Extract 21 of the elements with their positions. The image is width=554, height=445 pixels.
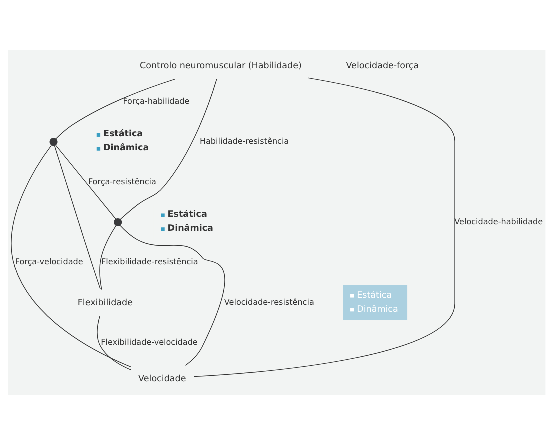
node-label: Dinâmica	[168, 224, 214, 234]
node-label: Estática	[103, 130, 144, 140]
node-label: Estática	[357, 291, 392, 302]
node-label: Dinâmica	[357, 305, 398, 316]
node-circle	[114, 218, 122, 227]
node-text: Controlo neuromuscular (Habilidade)	[140, 62, 302, 72]
node-text: Flexibilidade	[78, 298, 133, 309]
connector	[97, 316, 132, 370]
connector	[120, 225, 226, 366]
node-text: Velocidade	[138, 374, 186, 385]
connector	[194, 78, 456, 378]
connector	[100, 226, 117, 290]
node-label: Estática	[168, 210, 208, 220]
connector	[120, 79, 218, 220]
label: Velocidade-força	[346, 61, 420, 72]
node-circle	[50, 138, 58, 146]
connector	[56, 145, 116, 220]
connector	[54, 146, 102, 290]
node-label: Dinâmica	[103, 144, 150, 154]
connector	[56, 78, 176, 140]
connector	[11, 145, 132, 368]
